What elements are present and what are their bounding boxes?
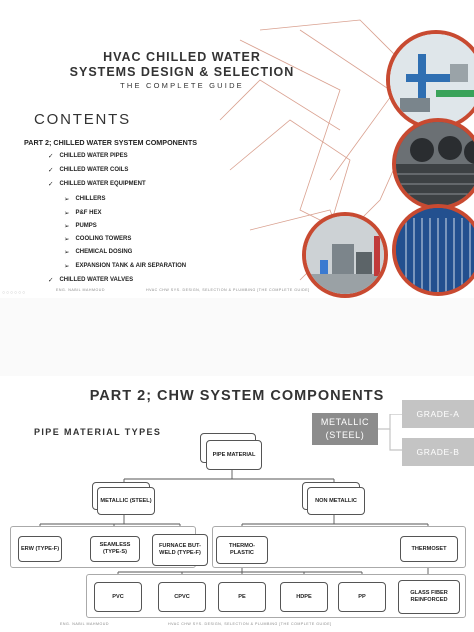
title-line-1: HVAC CHILLED WATER [103, 50, 261, 64]
slide-subtitle: PIPE MATERIAL TYPES [34, 427, 162, 437]
toc-item-chillers[interactable]: ➢ CHILLERS [64, 195, 105, 203]
contents-heading: CONTENTS [34, 111, 131, 128]
toc-item-label: CHILLED WATER COILS [59, 167, 129, 173]
toc-item-pf-hex[interactable]: ➢ P&F HEX [64, 209, 101, 217]
toc-item-equipment[interactable]: ✓ CHILLED WATER EQUIPMENT [48, 180, 146, 188]
arrow-bullet-icon: ➢ [64, 223, 70, 230]
node-pe[interactable]: PE [218, 582, 266, 612]
toc-item-label: EXPANSION TANK & AIR SEPARATION [75, 263, 187, 269]
toc-item-label: CHILLED WATER EQUIPMENT [59, 181, 146, 187]
pipe-network-image [386, 30, 474, 130]
node-pp[interactable]: PP [338, 582, 386, 612]
toc-item-valves[interactable]: ✓ CHILLED WATER VALVES [48, 276, 133, 284]
node-erw[interactable]: ERW (TYPE-F) [18, 536, 62, 562]
toc-item-label: CHILLED WATER PIPES [59, 153, 128, 159]
cover-title: HVAC CHILLED WATER SYSTEMS DESIGN & SELE… [52, 50, 312, 90]
footer-course: HVAC CHW SYS. DESIGN, SELECTION & PLUMBI… [168, 622, 332, 626]
arrow-bullet-icon: ➢ [64, 263, 70, 270]
node-pvc[interactable]: PVC [94, 582, 142, 612]
node-thermoplastic[interactable]: THERMO- PLASTIC [216, 536, 268, 564]
title-line-2: SYSTEMS DESIGN & SELECTION [69, 65, 295, 79]
toc-item-label: COOLING TOWERS [75, 236, 132, 242]
slide-pipe-materials: PART 2; CHW SYSTEM COMPONENTS PIPE MATER… [0, 376, 474, 632]
footer-course: HVAC CHW SYS. DESIGN, SELECTION & PLUMBI… [146, 288, 310, 292]
toc-item-chemical-dosing[interactable]: ➢ CHEMICAL DOSING [64, 248, 132, 256]
node-hdpe[interactable]: HDPE [280, 582, 328, 612]
side-panel-grade-b: GRADE-B [402, 438, 474, 466]
check-icon: ✓ [48, 167, 54, 174]
toc-item-label: CHILLED WATER VALVES [59, 277, 134, 283]
footer-author: ENG. NABIL MAHMOUD [60, 622, 110, 626]
node-pipe-material[interactable]: PIPE MATERIAL [206, 440, 262, 470]
side-panel-connector [378, 414, 402, 451]
toc-item-expansion-tank[interactable]: ➢ EXPANSION TANK & AIR SEPARATION [64, 262, 186, 270]
arrow-bullet-icon: ➢ [64, 236, 70, 243]
toc-item-label: PUMPS [75, 223, 97, 229]
node-cpvc[interactable]: CPVC [158, 582, 206, 612]
toc-item-pumps[interactable]: ➢ PUMPS [64, 222, 97, 230]
title-line-3: THE COMPLETE GUIDE [120, 81, 244, 90]
node-thermoset[interactable]: THERMOSET [400, 536, 458, 562]
toc-item-label: CHILLERS [75, 196, 106, 202]
node-furnace-butt-weld[interactable]: FURNACE BUT-WELD (TYPE-F) [152, 534, 208, 566]
toc-item-pipes[interactable]: ✓ CHILLED WATER PIPES [48, 152, 128, 160]
toc-item-coils[interactable]: ✓ CHILLED WATER COILS [48, 166, 128, 174]
arrow-bullet-icon: ➢ [64, 210, 70, 217]
check-icon: ✓ [48, 181, 54, 188]
toc-item-label: P&F HEX [75, 210, 102, 216]
side-panel-grade-a: GRADE-A [402, 400, 474, 428]
arrow-bullet-icon: ➢ [64, 196, 70, 203]
slide-nav-dots: ○○○○○○ [2, 290, 27, 296]
slide-contents: HVAC CHILLED WATER SYSTEMS DESIGN & SELE… [0, 0, 474, 298]
slide-title: PART 2; CHW SYSTEM COMPONENTS [89, 388, 385, 404]
side-panel-metallic: METALLIC (STEEL) [312, 413, 378, 445]
chiller-unit-image [392, 118, 474, 210]
node-metallic[interactable]: METALLIC (STEEL) [97, 487, 155, 515]
coil-image [392, 204, 474, 296]
part-heading: PART 2; CHILLED WATER SYSTEM COMPONENTS [24, 138, 198, 147]
toc-item-label: CHEMICAL DOSING [75, 249, 133, 255]
toc-item-cooling-towers[interactable]: ➢ COOLING TOWERS [64, 235, 131, 243]
plant-room-image [302, 212, 388, 298]
node-glass-fiber[interactable]: GLASS FIBER REINFORCED [398, 580, 460, 614]
arrow-bullet-icon: ➢ [64, 249, 70, 256]
page-gap [0, 298, 474, 376]
node-non-metallic[interactable]: NON METALLIC [307, 487, 365, 515]
check-icon: ✓ [48, 153, 54, 160]
node-seamless[interactable]: SEAMLESS (TYPE-S) [90, 536, 140, 562]
check-icon: ✓ [48, 277, 54, 284]
footer-author: ENG. NABIL MAHMOUD [56, 288, 106, 292]
